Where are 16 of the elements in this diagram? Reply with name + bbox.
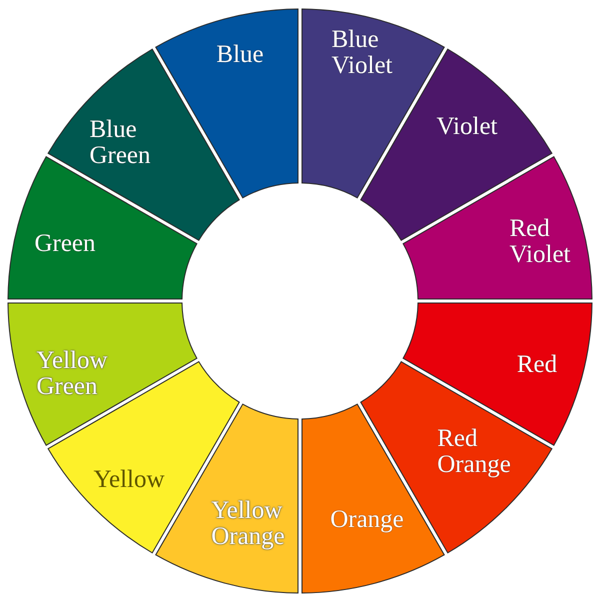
segment-label: Red Orange: [437, 426, 511, 478]
segment-label: Yellow Green: [36, 348, 108, 400]
segment-label: Green: [34, 230, 96, 258]
segment-label: Red Violet: [510, 216, 570, 268]
wheel-segment: [402, 155, 593, 300]
segment-label: Yellow: [93, 466, 165, 494]
segment-label: Blue Violet: [332, 26, 392, 80]
segment-label: Blue Green: [89, 116, 151, 170]
segment-label: Blue: [216, 42, 264, 68]
segment-label: Red: [516, 352, 558, 378]
segment-label: Orange: [330, 506, 404, 534]
segment-label: Violet: [436, 114, 498, 140]
wheel-segment: [402, 301, 593, 447]
wheel-segment: [154, 8, 299, 199]
wheel-segment: [7, 301, 198, 447]
segment-label: Yellow Orange: [211, 498, 285, 550]
